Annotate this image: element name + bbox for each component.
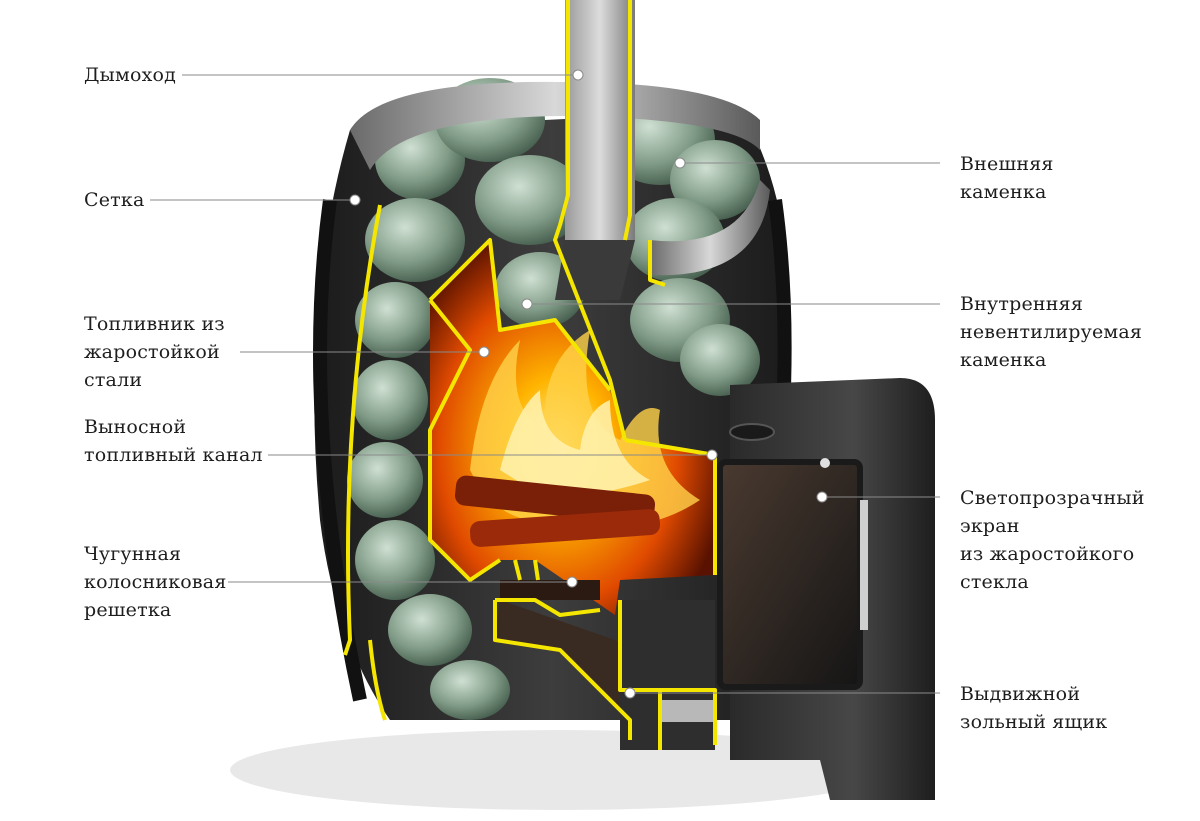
- label-fuel-channel-line-1: Выносной: [84, 416, 187, 438]
- label-glass-screen-line-2: экран: [960, 515, 1020, 537]
- door: [660, 378, 935, 800]
- leader-lines: [150, 69, 940, 699]
- label-chimney-line-1: Дымоход: [84, 64, 177, 86]
- label-outer-stones-line-2: каменка: [960, 181, 1047, 203]
- firebox: [430, 240, 715, 615]
- label-firebox-line-1: Топливник из: [84, 313, 225, 335]
- label-inner-stones-line-3: каменка: [960, 349, 1047, 371]
- label-grate: Чугунная колосниковая решетка: [84, 540, 227, 624]
- label-ash-drawer-line-2: зольный ящик: [960, 711, 1108, 733]
- label-outer-stones-line-1: Внешняя: [960, 153, 1054, 175]
- label-chimney: Дымоход: [84, 61, 176, 89]
- label-inner-stones-line-2: невентилируемая: [960, 321, 1143, 343]
- grate: [500, 580, 600, 600]
- cutaway-outline: [343, 0, 717, 750]
- label-fuel-channel: Выносной топливный канал: [84, 413, 263, 469]
- label-outer-stones: Внешняя каменка: [960, 150, 1054, 206]
- label-glass-screen-line-4: стекла: [960, 571, 1029, 593]
- label-ash-drawer: Выдвижной зольный ящик: [960, 680, 1107, 736]
- label-glass-screen: Светопрозрачный экран из жаростойкого ст…: [960, 484, 1145, 596]
- chimney-pipe: [555, 0, 635, 300]
- label-ash-drawer-line-1: Выдвижной: [960, 683, 1081, 705]
- label-inner-stones-line-1: Внутренняя: [960, 293, 1084, 315]
- label-grate-line-3: решетка: [84, 599, 172, 621]
- floor-shadow: [230, 730, 890, 810]
- label-grate-line-1: Чугунная: [84, 543, 182, 565]
- label-glass-screen-line-3: из жаростойкого: [960, 543, 1135, 565]
- label-firebox-line-2: жаростойкой: [84, 341, 220, 363]
- label-grate-line-2: колосниковая: [84, 571, 227, 593]
- label-fuel-channel-line-2: топливный канал: [84, 444, 263, 466]
- label-inner-stones: Внутренняя невентилируемая каменка: [960, 290, 1142, 374]
- top-ring: [350, 81, 770, 276]
- label-mesh-line-1: Сетка: [84, 189, 145, 211]
- label-mesh: Сетка: [84, 186, 145, 214]
- label-firebox: Топливник из жаростойкой стали: [84, 310, 225, 394]
- label-glass-screen-line-1: Светопрозрачный: [960, 487, 1145, 509]
- label-firebox-line-3: стали: [84, 369, 143, 391]
